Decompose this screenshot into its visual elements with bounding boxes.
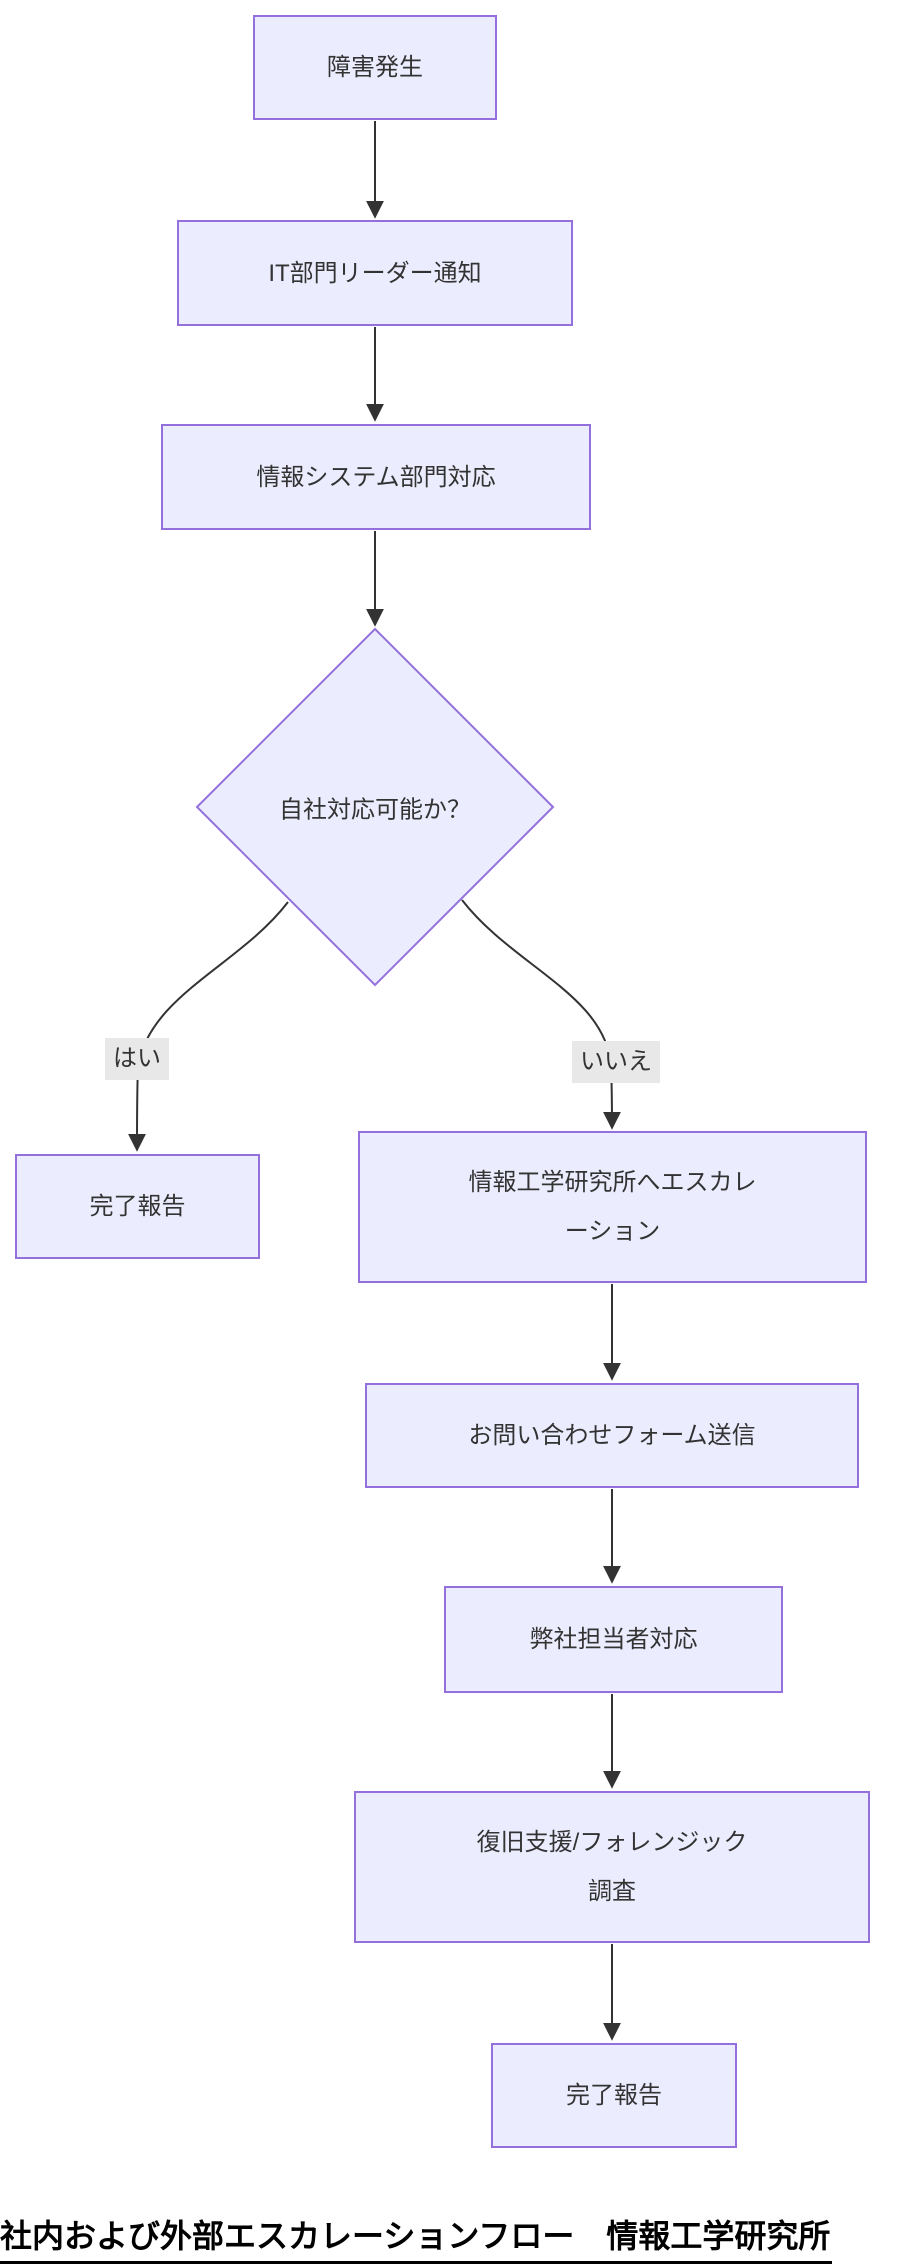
edge-label-no: いいえ [572,1041,660,1083]
decision-diamond-shape [195,627,555,987]
node-done-report-final-label: 完了報告 [566,2082,662,2109]
node-recovery-forensic-label-line1: 復旧支援/フォレンジック [476,1829,748,1856]
node-done-report-final: 完了報告 [491,2043,737,2148]
node-it-leader-notify-label: IT部門リーダー通知 [268,259,482,287]
node-escalation: 情報工学研究所へエスカレ ーション [358,1131,867,1283]
edge-decision-yes [128,901,289,1152]
edge-decision-no [461,899,621,1130]
node-it-leader-notify: IT部門リーダー通知 [177,220,573,326]
node-staff-response: 弊社担当者対応 [444,1586,783,1693]
node-infosys-response-label: 情報システム部門対応 [256,463,496,491]
node-failure-start: 障害発生 [253,15,497,120]
node-failure-start-label: 障害発生 [327,54,423,81]
node-recovery-forensic: 復旧支援/フォレンジック 調査 [354,1791,870,1943]
diagram-caption: 社内および外部エスカレーションフロー 情報工学研究所 [0,2211,833,2264]
edge-label-yes: はい [105,1038,169,1080]
node-recovery-forensic-label-line2: 調査 [588,1878,636,1905]
node-escalation-label-line2: ーション [564,1218,661,1245]
node-contact-form: お問い合わせフォーム送信 [365,1383,859,1488]
node-done-report-yes: 完了報告 [15,1154,260,1259]
node-done-report-yes-label: 完了報告 [89,1193,186,1220]
diagram-caption-text: 社内および外部エスカレーションフロー 情報工学研究所 [0,2211,833,2264]
node-staff-response-label: 弊社担当者対応 [529,1626,698,1653]
node-decision-label: 自社対応可能か？ [279,796,471,824]
node-contact-form-label: お問い合わせフォーム送信 [468,1422,756,1449]
node-escalation-label-line1: 情報工学研究所へエスカレ [468,1169,757,1196]
node-infosys-response: 情報システム部門対応 [161,424,591,530]
